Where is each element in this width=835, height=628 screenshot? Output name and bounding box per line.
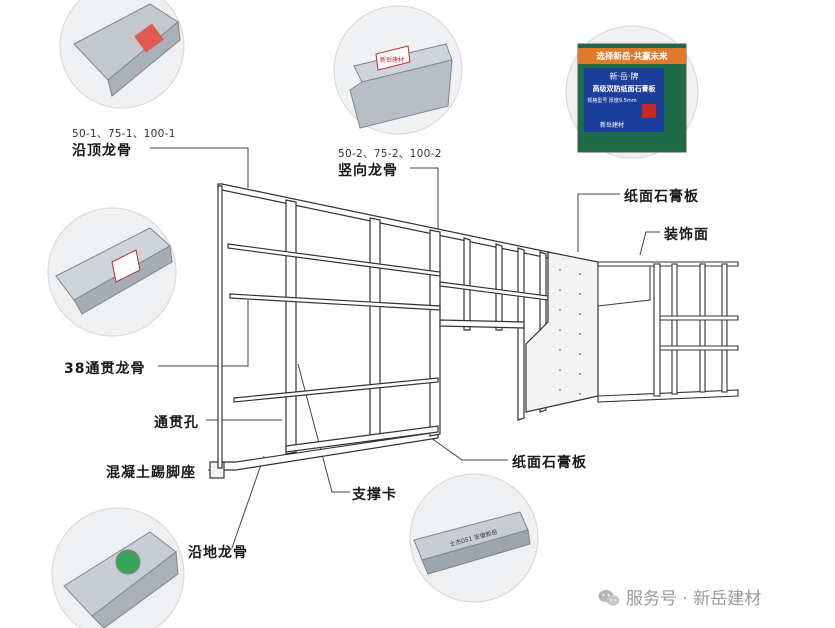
- stud-4: [463, 237, 471, 331]
- package-label: [584, 68, 664, 132]
- decor-rail-2: [659, 345, 739, 351]
- photo-through-stud: [47, 207, 177, 337]
- photo-circles: 新岳建材 士杰051 安徽新岳: [47, 0, 699, 628]
- stud-1: [285, 199, 297, 455]
- package-spec: 规格型号 厚度9.5mm: [587, 98, 637, 104]
- package-brand: 新·岳·牌: [609, 72, 639, 81]
- package-product: 高级双防纸面石膏板: [592, 85, 656, 93]
- through-hole-label: 通贯孔: [154, 415, 199, 431]
- leader-board-mid: [419, 429, 508, 461]
- leader-stud: [410, 167, 439, 240]
- top-track-specs: 50-1、75-1、100-1: [72, 128, 176, 140]
- package-slogan: 选择新岳·共赢未来: [596, 52, 668, 62]
- leader-top-track: [150, 147, 249, 188]
- leader-floor: [231, 455, 265, 549]
- brace-clip-label: 支撑卡: [352, 487, 397, 503]
- gypsum-board-panel: [525, 251, 651, 413]
- rail-2: [229, 293, 441, 311]
- decor-face-label: 装饰面: [664, 227, 709, 243]
- floor-track-shape: [217, 431, 439, 471]
- screw-dots: [559, 269, 581, 395]
- decor-stud-1: [653, 263, 661, 397]
- wall-frame: [209, 183, 549, 479]
- board-sheet: [525, 251, 599, 413]
- rail-4: [439, 281, 549, 301]
- photo-brace-clip: 士杰051 安徽新岳: [409, 473, 539, 603]
- decor-rail-1: [659, 315, 739, 321]
- top-track-brand-mark: [134, 23, 164, 53]
- board-cut: [597, 261, 651, 307]
- rail-3: [233, 377, 439, 403]
- decor-top: [597, 261, 739, 267]
- door-header: [439, 319, 525, 329]
- stud-brand-mark: 新岳建材: [380, 56, 404, 64]
- photo-board-package: [565, 25, 699, 159]
- decor-stud-3: [699, 263, 706, 393]
- decor-stud-4: [721, 263, 728, 393]
- end-post: [217, 185, 223, 469]
- rail-1: [227, 243, 441, 277]
- photo-top-track: [59, 0, 185, 109]
- concrete-base-label: 混凝土踢脚座: [106, 465, 196, 481]
- leader-38: [158, 300, 249, 367]
- photo-floor-track: [51, 507, 185, 628]
- stud-5: [495, 243, 503, 331]
- bottom-rail: [285, 425, 439, 453]
- watermark-text: 服务号 · 新岳建材: [626, 589, 762, 609]
- floor-track-label-sticker: [115, 549, 141, 575]
- board-mid-label: 纸面石膏板: [512, 455, 587, 471]
- decor-stud-2: [671, 263, 678, 395]
- watermark: 服务号 · 新岳建材: [598, 584, 761, 609]
- leader-board-top: [577, 193, 620, 252]
- package-red-logo: [642, 104, 656, 118]
- board-top-label: 纸面石膏板: [624, 189, 699, 205]
- through-stud-38-label: 38通贯龙骨: [64, 361, 146, 377]
- wechat-icon: [598, 590, 620, 606]
- stud-2: [369, 217, 381, 443]
- floor-track-label: 沿地龙骨: [188, 545, 248, 561]
- package-footer: 新岳建材: [599, 122, 624, 129]
- stud-3: [429, 229, 441, 437]
- photo-stud: 新岳建材: [333, 5, 463, 135]
- leader-brace: [297, 363, 350, 493]
- leader-decor: [639, 231, 660, 256]
- top-track-label: 沿顶龙骨: [72, 143, 132, 159]
- stud-6: [517, 247, 525, 421]
- stud-specs: 50-2、75-2、100-2: [338, 148, 442, 160]
- decor-bottom: [597, 389, 739, 403]
- decor-wall-frame: [597, 261, 739, 403]
- stud-label: 竖向龙骨: [338, 163, 398, 179]
- package-slogan-band: [578, 48, 686, 64]
